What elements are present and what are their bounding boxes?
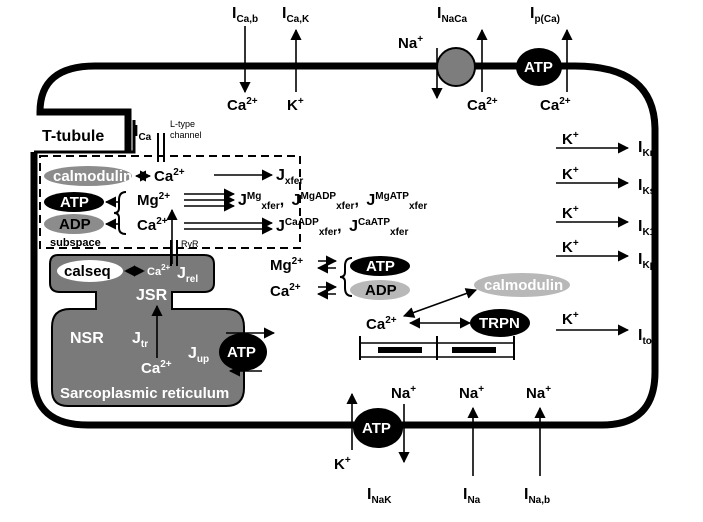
calseq-label: calseq [64,263,111,280]
current-label-ikp: IKp [638,251,656,271]
nak-atp-label: ATP [362,420,391,437]
ion-na-nak: Na+ [391,384,416,402]
ion-ca-cytosol: Ca2+ [270,282,301,300]
adp-cytosol-label: ADP [365,282,397,299]
current-label-ipca: Ip(Ca) [530,5,560,25]
ion-k-ito1: K+ [562,310,579,328]
ryr-label: RyR [181,239,199,249]
atp-cytosol-label: ATP [366,258,395,275]
pca-atp-pump [516,48,562,86]
calseq [57,260,123,282]
flux-jtr: Jtr [132,330,148,350]
ion-na-naca: Na+ [398,34,423,52]
ion-ca-icab: Ca2+ [227,96,258,114]
sarcoplasmic-reticulum [49,254,245,407]
current-label-inab: INa,b [524,486,550,506]
l-type-label-1: L-type [170,119,195,129]
ion-k-ikr: K+ [562,130,579,148]
sr-label: Sarcoplasmic reticulum [60,385,229,402]
pca-atp-label: ATP [524,59,553,76]
nsr-label: NSR [70,330,104,347]
atp-subspace [44,192,104,212]
adp-subspace [44,214,104,234]
serca-atp-label: ATP [227,344,256,361]
flux-jup: Jup [188,345,209,365]
flux-mg-xfer: JMgxfer, JMgADPxfer, JMgATPxfer [238,191,427,212]
ion-ca-ipca: Ca2+ [540,96,571,114]
current-label-ica: ICa [134,123,152,143]
ion-mg-cytosol: Mg2+ [270,256,303,274]
atp-subspace-label: ATP [60,194,89,211]
cell-membrane [30,62,659,429]
t-tubule-bracket [34,120,136,154]
current-label-inaca: INaCa [437,5,467,25]
serca-atp-pump [219,333,267,371]
ion-k-ik1: K+ [562,204,579,222]
ion-ca-subspace: Ca2+ [137,216,168,234]
cytosol-brace [339,257,353,297]
arrow-ca-calmodulin [402,288,478,318]
flux-ca-xfer: JCaADPxfer, JCaATPxfer [276,217,408,238]
ion-k-ikp: K+ [562,238,579,256]
flux-jrel: Jrel [177,265,198,285]
current-label-ikr: IKr [638,139,654,159]
trpn [470,309,530,337]
subspace-brace [113,191,127,235]
current-label-icab: ICa,b [232,5,258,25]
sarcomere-diagram [359,336,515,360]
ion-k-icak: K+ [287,96,304,114]
jsr-label: JSR [136,287,168,304]
calmodulin-cytosol-label: calmodulin [484,277,563,294]
ion-k-iks: K+ [562,165,579,183]
nak-atp-pump [353,408,403,448]
atp-cytosol [350,256,410,276]
naca-exchanger [436,47,476,87]
flux-jxfer: Jxfer [276,167,303,187]
current-label-inak: INaK [367,486,392,506]
adp-subspace-label: ADP [59,216,91,233]
ion-ca-naca: Ca2+ [467,96,498,114]
calmodulin-cytosol [474,273,570,297]
ion-ca-nsr: Ca2+ [141,359,172,377]
ion-ca-jsr: Ca2+ [147,263,171,278]
calmodulin-subspace [44,166,132,186]
ion-k-nak: K+ [334,455,351,473]
current-label-ik1: IK1 [638,218,656,238]
t-tubule-label: T-tubule [42,128,104,145]
current-label-icak: ICa,K [282,5,310,25]
ion-mg-subspace: Mg2+ [137,191,170,209]
ion-na-ina: Na+ [459,384,484,402]
ion-na-inab: Na+ [526,384,551,402]
trpn-label: TRPN [479,315,520,332]
calmodulin-subspace-label: calmodulin [53,168,132,185]
adp-cytosol [350,280,410,300]
l-type-label-2: channel [170,130,202,140]
subspace-label: subspace [50,237,101,249]
ion-ca-trpn: Ca2+ [366,315,397,333]
ion-ca-subspace-top: Ca2+ [154,167,185,185]
current-label-ito1: Ito1 [638,327,658,347]
current-label-ina: INa [463,486,481,506]
current-label-iks: IKs [638,177,656,197]
